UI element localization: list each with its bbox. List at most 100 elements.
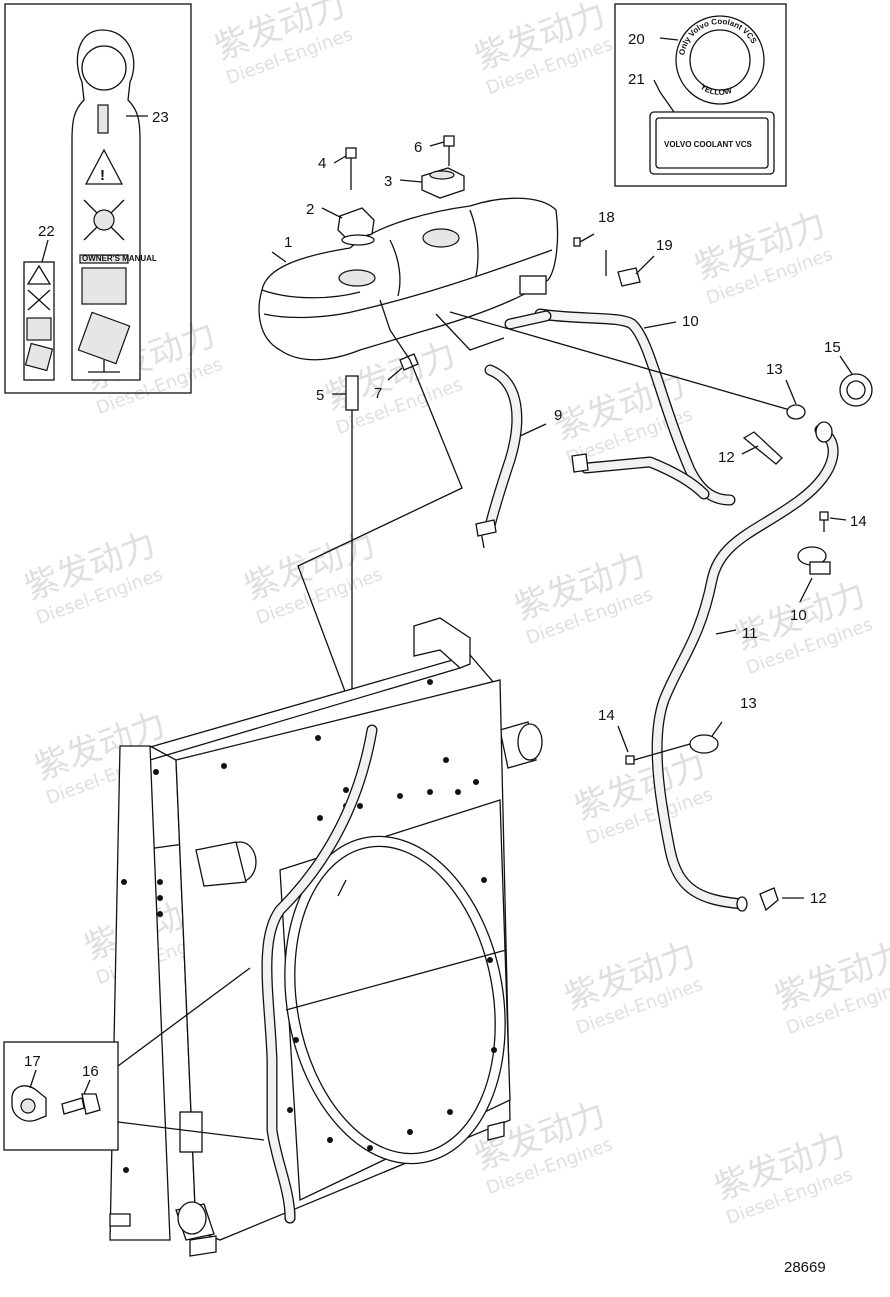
tag-text-block bbox=[97, 104, 109, 134]
hose-10-stub-fill bbox=[505, 311, 551, 329]
callout-23: 23 bbox=[152, 109, 169, 126]
warning-triangle-icon bbox=[84, 148, 124, 185]
hose-11: 11 bbox=[651, 421, 839, 912]
assembly-line bbox=[297, 299, 463, 711]
leader-14-lower bbox=[617, 725, 629, 753]
radiator-foot-back bbox=[487, 1121, 505, 1141]
callout-21: 21 bbox=[628, 71, 645, 88]
exclamation-icon: ! bbox=[100, 167, 105, 184]
radiator-foot-left bbox=[109, 1213, 131, 1227]
clip-12-upper: 12 bbox=[718, 431, 783, 466]
clamp-13-upper: 13 bbox=[766, 361, 806, 420]
clip-12-lower: 12 bbox=[759, 887, 827, 912]
clamp-10-lower: 10 bbox=[790, 546, 831, 624]
callout-13-upper: 13 bbox=[766, 361, 783, 378]
leader-15 bbox=[839, 355, 853, 375]
callout-10-lower: 10 bbox=[790, 607, 807, 624]
leader-18 bbox=[579, 233, 595, 243]
radiator bbox=[109, 617, 543, 1257]
callout-13-lower: 13 bbox=[740, 695, 757, 712]
tank-neck-right bbox=[422, 228, 460, 248]
clamp-13-upper-band bbox=[786, 404, 806, 420]
radiator-top-bracket bbox=[413, 617, 471, 669]
leader-20 bbox=[659, 37, 679, 41]
hose-11-fill bbox=[652, 425, 838, 909]
leader-19 bbox=[635, 255, 655, 275]
leader-21 bbox=[653, 79, 675, 113]
hose-9-fill bbox=[485, 365, 522, 531]
callout-10-upper: 10 bbox=[682, 313, 699, 330]
owners-manual-strip bbox=[79, 254, 129, 264]
sticker-no-icon bbox=[27, 289, 51, 311]
hang-tag-hole bbox=[81, 45, 127, 91]
sensor-19-plug bbox=[617, 267, 641, 287]
inset-pointer-top bbox=[117, 967, 251, 1067]
leader-3 bbox=[399, 179, 423, 183]
callout-2: 2 bbox=[306, 201, 314, 218]
radiator-foot-right bbox=[189, 1235, 217, 1257]
radiator-outlet-opening bbox=[177, 1201, 207, 1235]
leader-10-lower bbox=[799, 577, 813, 603]
decal-inset: ! OWNER'S MANUAL 23 22 bbox=[4, 3, 192, 394]
coolant-label-inner bbox=[655, 117, 769, 169]
drop-icon bbox=[88, 360, 120, 373]
leader-13-lower bbox=[711, 721, 723, 737]
fan-shroud-ring bbox=[284, 835, 506, 1165]
callout-22: 22 bbox=[38, 223, 55, 240]
level-sensor-19: 19 bbox=[605, 237, 673, 287]
cap-inset: Only Volvo Coolant VCS YELLOW VOLVO COOL… bbox=[614, 3, 787, 187]
screw-14-upper: 14 bbox=[819, 511, 867, 532]
tank-neck-left bbox=[338, 269, 376, 287]
clamp-13-lower-band bbox=[689, 734, 719, 754]
hose-10-upper: 10 bbox=[449, 308, 791, 506]
fan-shroud-inner-ring bbox=[294, 845, 496, 1155]
clip-12-upper-body bbox=[742, 431, 783, 465]
expansion-tank: 1 bbox=[258, 197, 559, 361]
book-icon bbox=[81, 267, 127, 305]
hose-9-assembly-line bbox=[435, 313, 505, 351]
cap-inset-frame bbox=[614, 3, 787, 187]
leader-8-front bbox=[337, 879, 347, 897]
cap-inner-ring bbox=[689, 29, 751, 91]
callout-1: 1 bbox=[284, 234, 292, 251]
hose-10-lower-run-fill bbox=[581, 457, 709, 499]
callout-11: 11 bbox=[742, 625, 758, 642]
leader-13-upper bbox=[785, 379, 797, 405]
screw-18: 18 bbox=[573, 209, 615, 247]
tank-outlet bbox=[519, 275, 547, 295]
filler-cap-3: 3 bbox=[384, 167, 465, 199]
leader-7 bbox=[387, 367, 403, 381]
hot-cap-icon bbox=[93, 209, 115, 231]
clamp-13-lower: 13 bbox=[689, 695, 757, 754]
callout-20: 20 bbox=[628, 31, 645, 48]
drawing-number: 28669 bbox=[784, 1259, 826, 1276]
leader-11 bbox=[715, 629, 737, 635]
leader-4 bbox=[333, 155, 347, 164]
bolt-6-head bbox=[443, 135, 455, 147]
plug-cap bbox=[337, 207, 375, 241]
radiator-side-pipe bbox=[195, 841, 247, 887]
bolt-6: 6 bbox=[414, 135, 455, 166]
sticker-book-icon bbox=[26, 317, 52, 341]
inset-pointer-bottom bbox=[117, 1121, 265, 1141]
leader-17 bbox=[29, 1069, 37, 1089]
breather-hose-front-fill bbox=[262, 725, 377, 1223]
tank-body bbox=[258, 197, 559, 361]
plug-washer bbox=[341, 234, 375, 246]
leader-10-upper bbox=[643, 321, 677, 329]
leader-16 bbox=[83, 1079, 91, 1095]
screw-14-lower: 14 bbox=[598, 707, 691, 765]
bolt-4-head bbox=[345, 147, 357, 159]
leader-1 bbox=[271, 251, 287, 263]
callout-18: 18 bbox=[598, 209, 615, 226]
fan-shroud-crossbar bbox=[285, 949, 507, 1011]
tank-seam bbox=[263, 249, 553, 319]
hose-9: 9 bbox=[435, 313, 562, 549]
owners-manual-text: OWNER'S MANUAL bbox=[82, 254, 157, 263]
tank-ribs bbox=[261, 209, 479, 299]
callout-3: 3 bbox=[384, 173, 392, 190]
hose-9-clamp bbox=[475, 519, 497, 537]
callout-16: 16 bbox=[82, 1063, 99, 1080]
bolt-16-head bbox=[81, 1093, 101, 1115]
rubber-clamp-17-hole bbox=[20, 1098, 36, 1114]
